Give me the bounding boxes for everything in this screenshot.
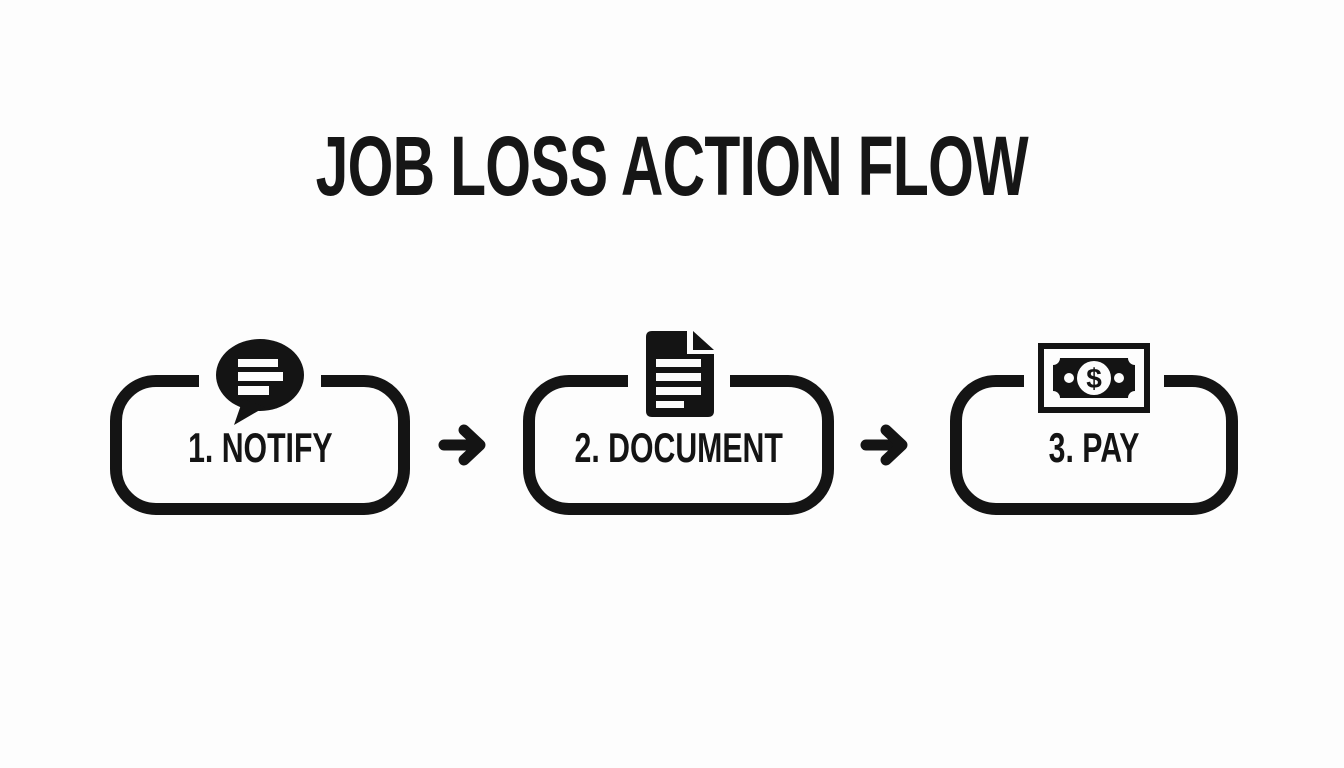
document-icon (627, 329, 730, 419)
step-box-notify: 1. NOTIFY (110, 337, 410, 515)
page-title: JOB LOSS ACTION FLOW (0, 118, 1344, 215)
step-box-pay: $ 3. PAY (950, 343, 1238, 515)
step-label: 2. DOCUMENT (574, 424, 783, 471)
step-label: 1. NOTIFY (187, 424, 333, 471)
speech-bubble-icon (199, 337, 321, 427)
flow-arrow-icon (859, 423, 917, 467)
step-box-document: 2. DOCUMENT (523, 329, 834, 515)
step-label: 3. PAY (1048, 424, 1140, 471)
dollar-sign-glyph: $ (1086, 363, 1102, 394)
flow-arrow-icon (437, 423, 495, 467)
page-title-text: JOB LOSS ACTION FLOW (315, 119, 1029, 213)
money-bill-icon: $ (1024, 343, 1164, 413)
